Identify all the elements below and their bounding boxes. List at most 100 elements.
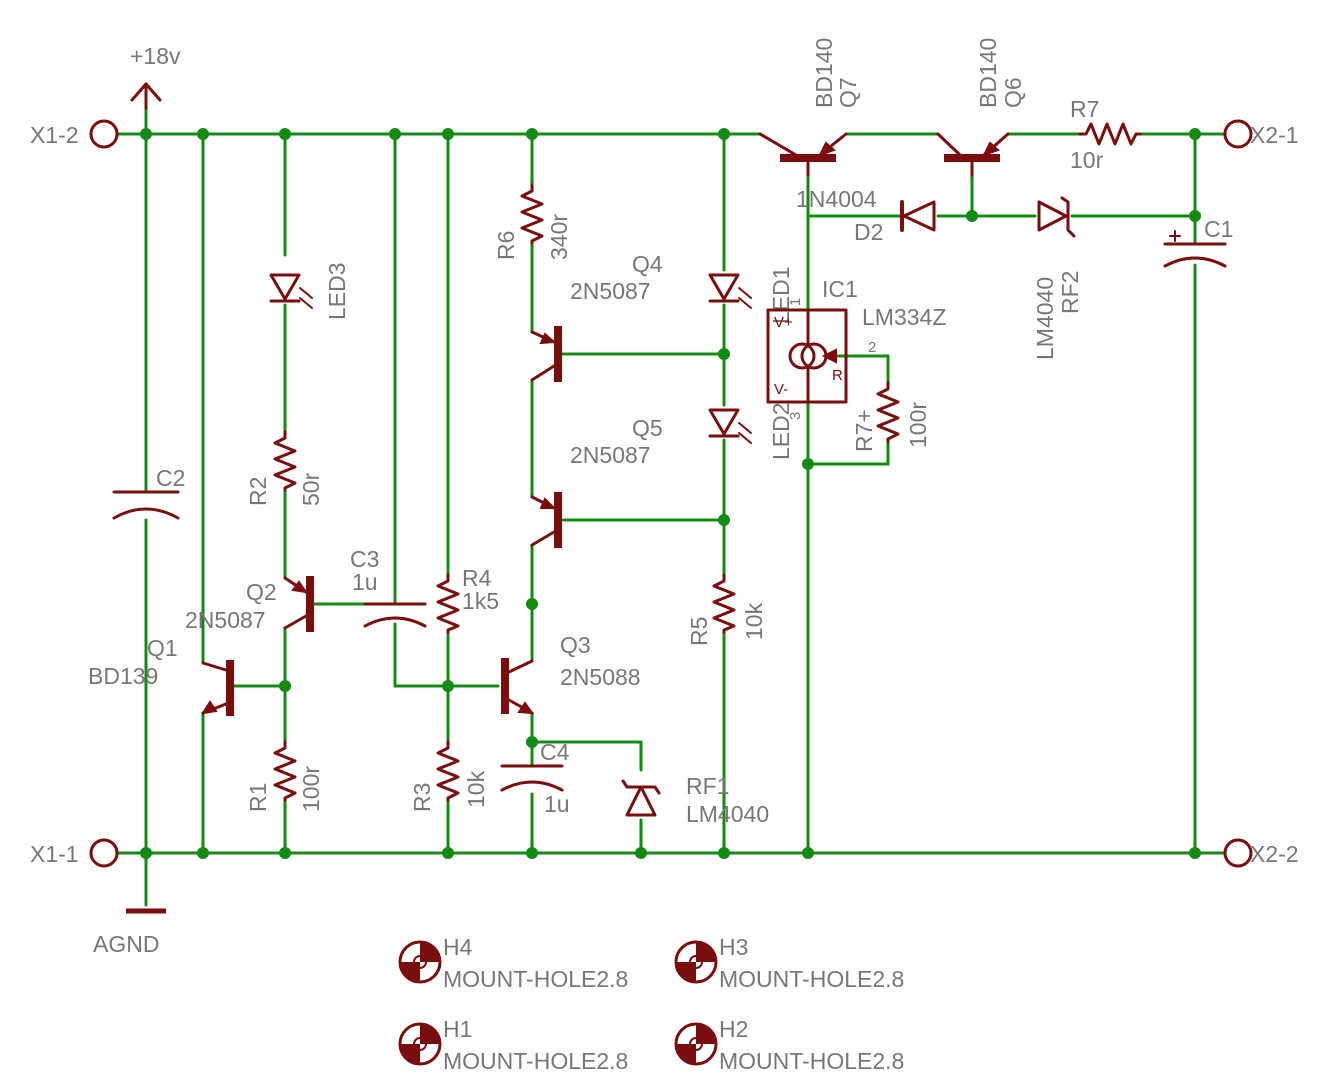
junctions [140,128,1201,859]
transistor-q4[interactable]: Q4 2N5087 [530,251,663,382]
mount-hole-h2[interactable]: H2 MOUNT-HOLE2.8 [674,1016,904,1074]
ref-label: C3 [350,546,379,572]
ref-label: R7+ [851,409,877,452]
junction [279,847,291,859]
mount-hole-h4[interactable]: H4 MOUNT-HOLE2.8 [398,934,628,992]
transistor-q1[interactable]: Q1 BD139 [88,635,234,716]
ref-label: Q2 [246,579,277,605]
transistor-q2[interactable]: Q2 2N5087 [185,576,314,633]
mount-hole-h1[interactable]: H1 MOUNT-HOLE2.8 [398,1016,628,1074]
led-led3[interactable]: LED3 [269,262,350,320]
value-label: 1u [544,791,570,817]
value-label: LM334Z [862,304,946,330]
pin-number: 2 [868,339,876,356]
ref-label: R1 [245,783,271,812]
ref-label: H3 [719,934,748,960]
ref-label: RF2 [1057,271,1083,314]
junction [442,128,454,140]
capacitor-c4[interactable]: C4 1u [500,739,570,817]
ref-label: R6 [493,231,519,260]
ref-label: R4 [462,565,492,591]
value-label: Q6 [1000,77,1026,108]
junction [1189,210,1201,222]
zener-rf1[interactable]: RF1 LM4040 [621,773,769,827]
diode-d2[interactable]: 1N4004 D2 [796,186,936,245]
ref-label: BD140 [975,38,1001,108]
junction [966,210,978,222]
resistor-r3[interactable]: R3 10k [409,740,489,812]
ref-label: RF1 [686,773,729,799]
pin-label: V+ [774,314,793,331]
value-label: 50r [298,472,324,506]
resistor-r5[interactable]: R5 10k [686,573,767,646]
zener-rf2[interactable]: LM4040 RF2 [1032,196,1083,360]
transistor-q6[interactable]: BD140 Q6 [936,38,1026,177]
supply-label: +18v [130,43,181,69]
pin-label: V- [774,381,788,398]
resistor-r7[interactable]: R7 10r [1070,96,1142,173]
port-x1-1[interactable]: X1-1 [30,838,119,868]
port-x1-2[interactable]: X1-2 [30,119,119,149]
ref-label: BD140 [811,38,837,108]
junction [140,847,152,859]
value-label: 1u [352,569,378,595]
ref-label: LED2 [768,402,794,460]
wires [116,82,1227,907]
value-label: BD139 [88,663,158,689]
value-label: MOUNT-HOLE2.8 [719,1048,904,1074]
pin-number: 3 [787,412,804,420]
value-label: 100r [298,766,324,812]
resistor-r4[interactable]: R4 1k5 [436,565,499,634]
ref-label: R2 [245,477,271,506]
ref-label: R5 [686,617,712,646]
junction [526,598,538,610]
junction [279,128,291,140]
ref-label: Q4 [632,251,663,277]
value-label: 2N5087 [570,442,651,468]
junction [802,847,814,859]
ref-label: Q1 [147,635,178,661]
ref-label: LED3 [324,262,350,320]
value-label: 10k [741,602,767,640]
transistor-q5[interactable]: Q5 2N5087 [530,415,663,548]
junction [635,847,647,859]
mount-hole-h3[interactable]: H3 MOUNT-HOLE2.8 [674,934,904,992]
junction [526,736,538,748]
capacitor-c2[interactable]: C2 [112,465,185,520]
ref-label: IC1 [822,276,858,302]
ic-ic1[interactable]: V+ V- R 1 2 3 IC1 LM334Z [766,276,946,420]
resistor-r6[interactable]: R6 340r [493,183,572,260]
capacitor-c3[interactable]: C3 1u [350,546,427,628]
value-label: 100r [905,402,931,448]
port-label: X1-1 [30,841,79,867]
led-led2[interactable]: LED2 [708,402,794,460]
port-x2-1[interactable]: X2-1 [1223,119,1299,149]
ref-label: C1 [1204,216,1233,242]
transistor-q7[interactable]: BD140 Q7 [758,38,861,177]
resistor-r2[interactable]: R2 50r [245,430,324,506]
value-label: 340r [546,214,572,260]
junction [718,514,730,526]
port-x2-2[interactable]: X2-2 [1223,838,1299,868]
resistor-r1[interactable]: R1 100r [245,740,324,812]
value-label: LM4040 [686,801,769,827]
junction [802,458,814,470]
resistor-r7-plus[interactable]: R7+ 100r [851,381,931,452]
ref-label: C4 [540,739,570,765]
capacitor-c1[interactable]: C1 [1163,216,1233,268]
junction [526,128,538,140]
ref-label: H4 [443,934,473,960]
port-label: X2-2 [1250,841,1299,867]
ref-label: H2 [719,1016,748,1042]
junction [197,847,209,859]
ref-label: R3 [409,783,435,812]
pin-label: R [832,367,843,384]
value-label: MOUNT-HOLE2.8 [443,966,628,992]
transistor-q3[interactable]: Q3 2N5088 [501,632,641,715]
port-label: X2-1 [1250,122,1299,148]
value-label: 10r [1070,147,1104,173]
junction [718,847,730,859]
led-led1[interactable]: LED1 [708,266,794,324]
junction [1189,128,1201,140]
